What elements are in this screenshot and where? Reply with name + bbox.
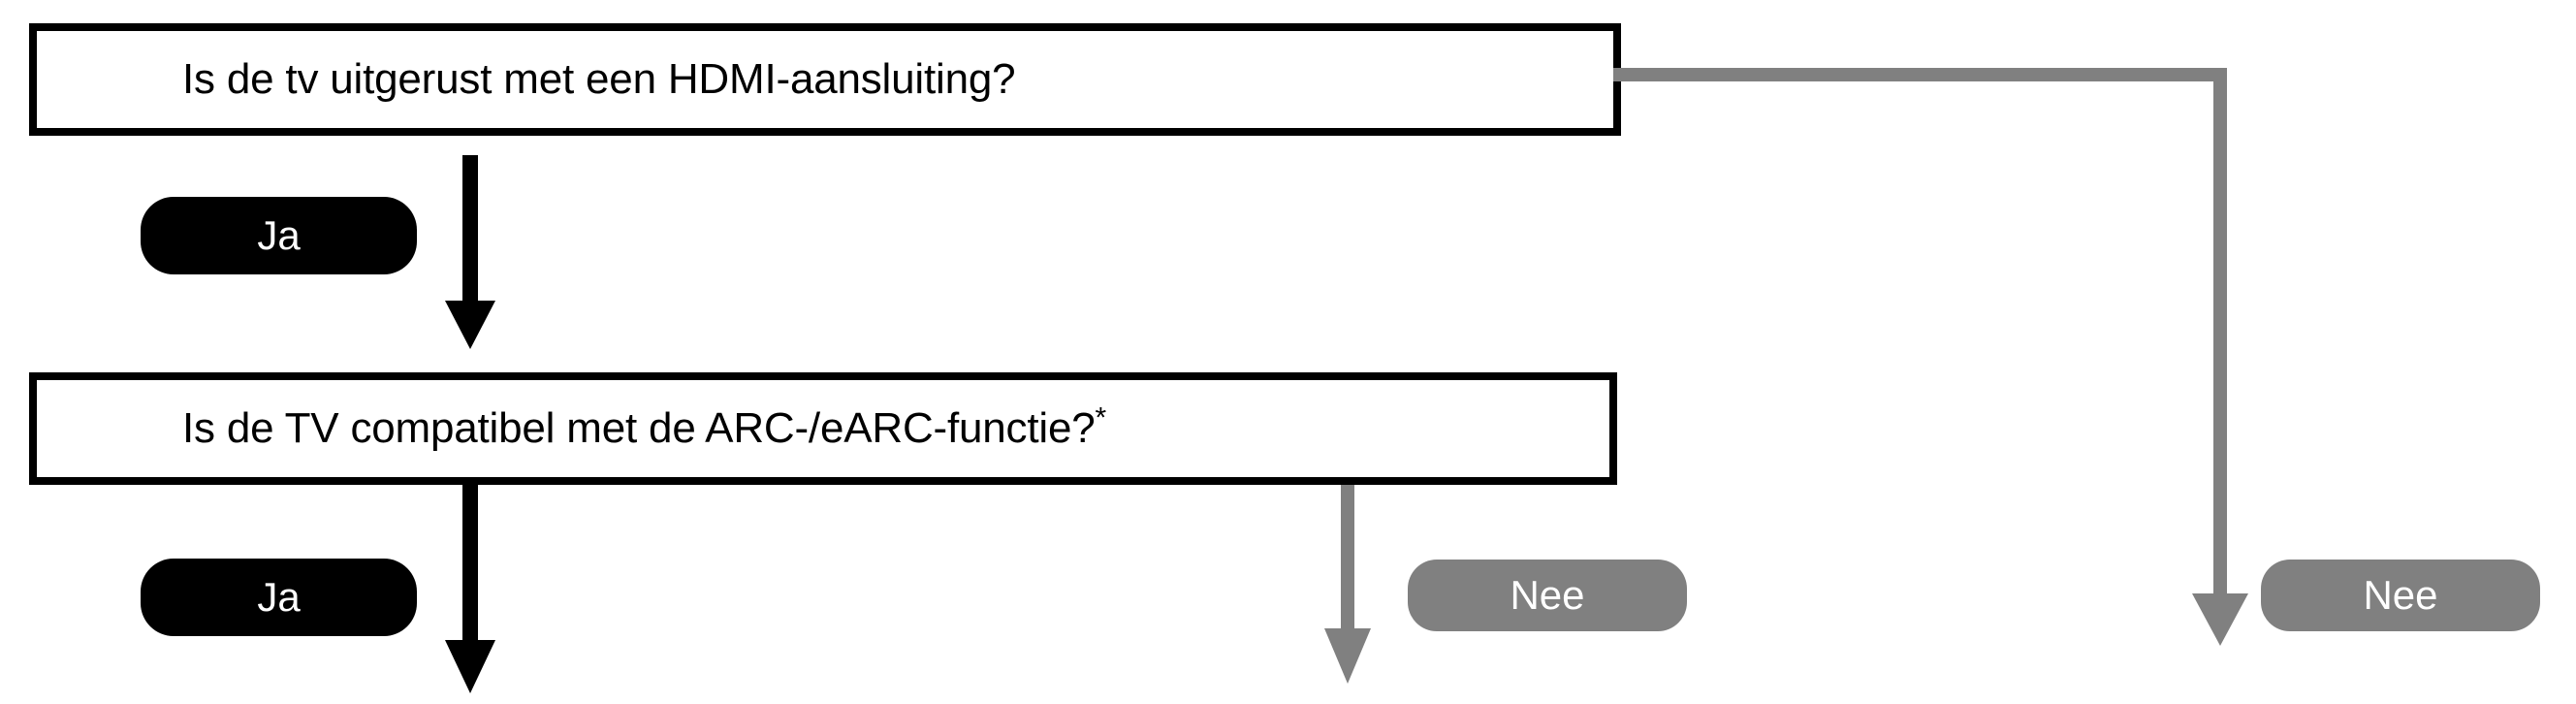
decision-box-arc-footnote: * [1095,401,1107,434]
edge-label-ja-arc-text: Ja [257,574,301,620]
connector-right-down-no-hdmi-icon [1613,68,2248,646]
edge-label-ja-arc: Ja [141,559,417,636]
edge-label-nee-hdmi-text: Nee [2363,572,2438,618]
arrow-down-yes-hdmi-icon [445,155,495,349]
decision-box-hdmi: Is de tv uitgerust met een HDMI-aansluit… [29,23,1621,136]
edge-label-nee-arc-text: Nee [1510,572,1585,618]
arrow-down-yes-arc-icon [445,485,495,693]
decision-box-arc-label: Is de TV compatibel met de ARC-/eARC-fun… [182,403,1106,452]
decision-box-arc: Is de TV compatibel met de ARC-/eARC-fun… [29,372,1617,485]
decision-box-hdmi-label: Is de tv uitgerust met een HDMI-aansluit… [182,54,1016,103]
edge-label-nee-hdmi: Nee [2261,560,2540,631]
arrow-down-no-arc-icon [1324,485,1371,684]
edge-label-ja-hdmi: Ja [141,197,417,274]
decision-box-arc-text: Is de TV compatibel met de ARC-/eARC-fun… [182,403,1096,452]
edge-label-ja-hdmi-text: Ja [257,212,301,258]
decision-box-hdmi-text: Is de tv uitgerust met een HDMI-aansluit… [182,54,1016,103]
edge-label-nee-arc: Nee [1408,560,1687,631]
